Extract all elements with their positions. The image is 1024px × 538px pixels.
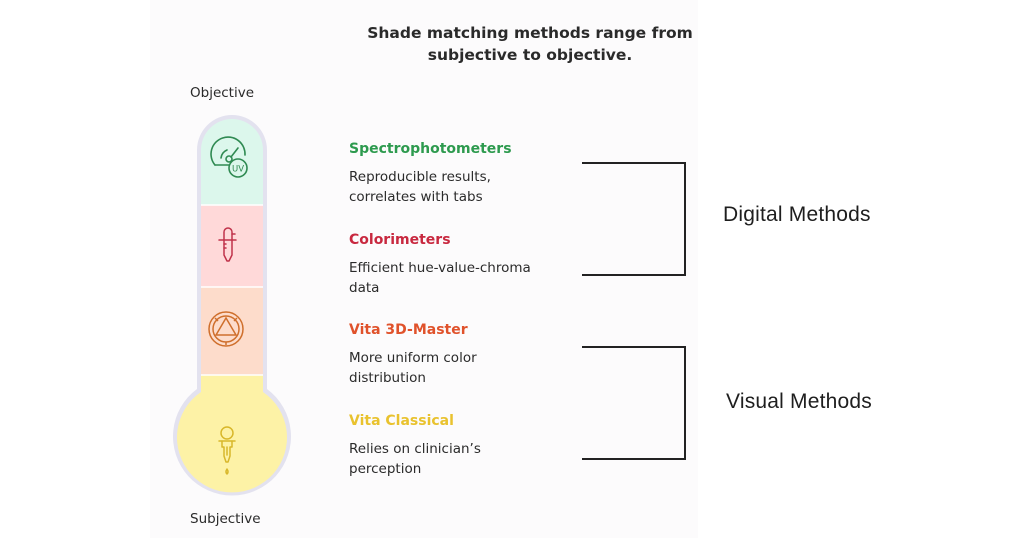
digital-methods-bracket (582, 162, 686, 276)
subjective-label: Subjective (190, 511, 261, 527)
desc-line: distribution (349, 370, 426, 386)
method-title-vita-3d-master: Vita 3D-Master (349, 322, 468, 338)
method-title-colorimeters: Colorimeters (349, 232, 451, 248)
desc-line: Reproducible results, (349, 169, 491, 185)
method-title-vita-classical: Vita Classical (349, 413, 454, 429)
objective-label: Objective (190, 85, 255, 101)
desc-line: Efficient hue-value-chroma (349, 260, 531, 276)
method-desc-colorimeters: Efficient hue-value-chroma data (349, 258, 569, 298)
diagram-title: Shade matching methods range from subjec… (367, 24, 693, 64)
visual-methods-bracket (582, 346, 686, 460)
desc-line: data (349, 280, 380, 296)
method-title-spectrophotometers: Spectrophotometers (349, 141, 512, 157)
desc-line: More uniform color (349, 350, 477, 366)
method-desc-vita-3d-master: More uniform color distribution (349, 348, 569, 388)
method-desc-spectrophotometers: Reproducible results, correlates with ta… (349, 167, 569, 207)
desc-line: Relies on clinician’s (349, 441, 481, 457)
desc-line: correlates with tabs (349, 189, 483, 205)
desc-line: perception (349, 461, 422, 477)
method-desc-vita-classical: Relies on clinician’s perception (349, 439, 569, 479)
visual-methods-label: Visual Methods (726, 390, 872, 413)
digital-methods-label: Digital Methods (723, 203, 871, 226)
